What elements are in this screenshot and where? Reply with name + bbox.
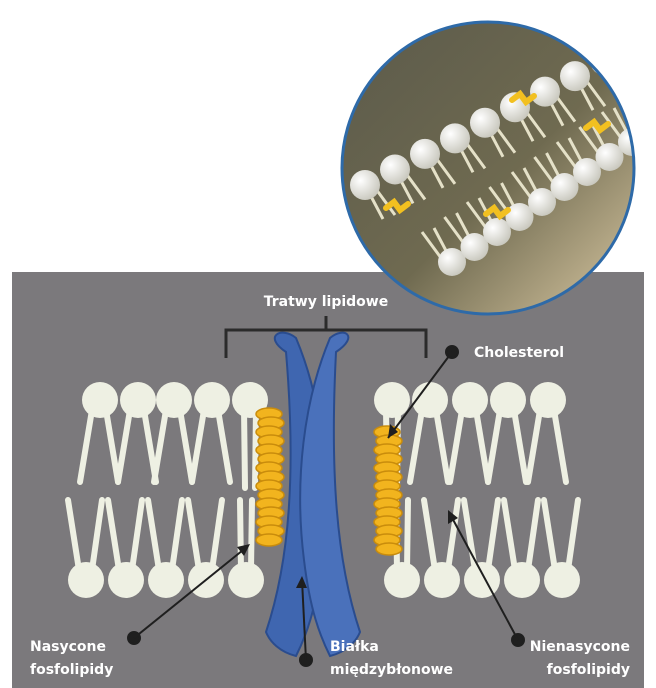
- unsaturated-label-line2: fosfolipidy: [547, 662, 630, 678]
- cholesterol-stack-left: [256, 408, 284, 546]
- unsaturated-label-line1: Nienasycone: [530, 639, 630, 655]
- saturated-label-line1: Nasycone: [30, 639, 106, 655]
- proteins-label-line1: Białka: [330, 639, 379, 655]
- cholesterol-label: Cholesterol: [474, 345, 564, 361]
- saturated-label-line2: fosfolipidy: [30, 662, 113, 678]
- inset-lipid-upper: [620, 30, 656, 79]
- rafts-label: Tratwy lipidowe: [264, 294, 388, 310]
- membrane-closeup-inset: [342, 22, 656, 314]
- inset-cholesterol: [586, 122, 608, 130]
- inset-cholesterol: [486, 208, 508, 216]
- inset-cholesterol: [386, 202, 408, 210]
- inset-cholesterol: [512, 94, 534, 102]
- proteins-label-line2: międzybłonowe: [330, 662, 453, 678]
- cholesterol-stack-right: [374, 426, 402, 555]
